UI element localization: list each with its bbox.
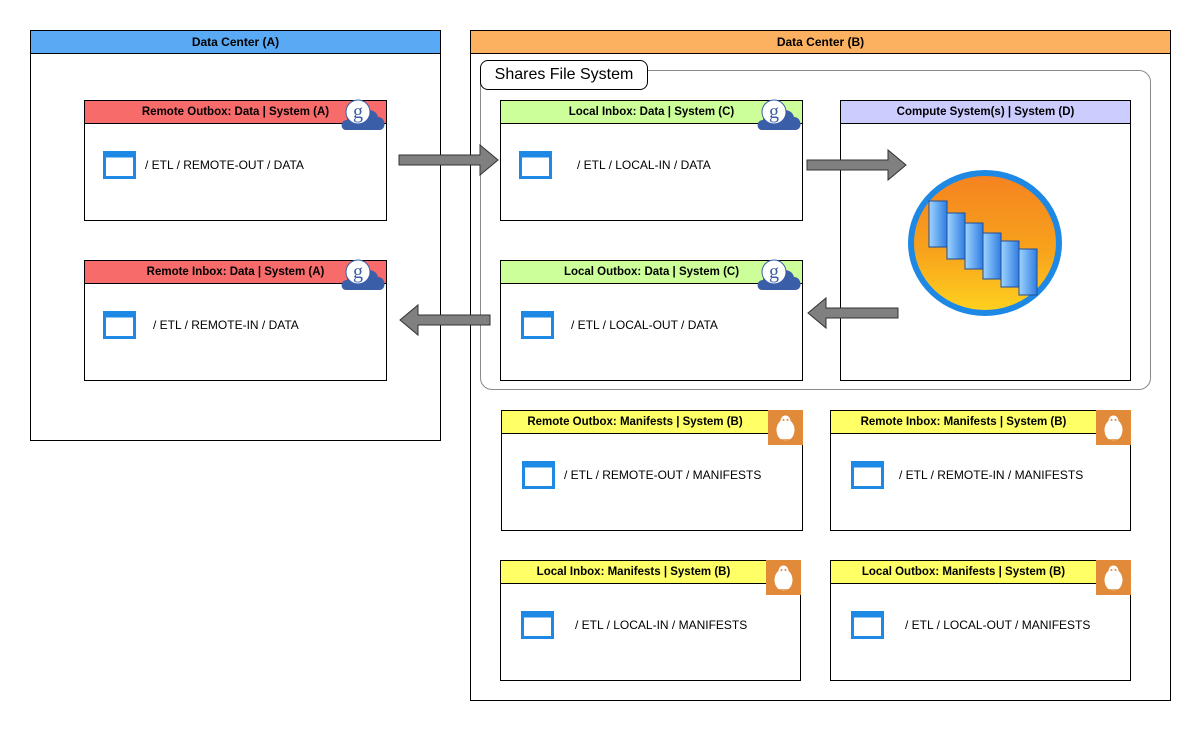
local-inbox-manifests-path: / ETL / LOCAL-IN / MANIFESTS: [575, 618, 748, 632]
local-inbox-manifests-box: Local Inbox: Manifests | System (B) / ET…: [500, 560, 801, 681]
folder-icon: [521, 311, 554, 339]
local-outbox-manifests-box: Local Outbox: Manifests | System (B) / E…: [830, 560, 1131, 681]
globus-cloud-icon: g: [757, 259, 801, 290]
remote-inbox-data-path: / ETL / REMOTE-IN / DATA: [153, 318, 299, 332]
compute-system-box: Compute System(s) | System (D): [840, 100, 1131, 381]
linux-icon: [1096, 560, 1131, 595]
folder-icon: [851, 611, 884, 639]
folder-icon: [103, 311, 136, 339]
globus-cloud-icon: g: [341, 99, 385, 130]
arrow-local-outbox-to-remote-inbox: [399, 303, 491, 337]
remote-outbox-manifests-box: Remote Outbox: Manifests | System (B) / …: [501, 410, 803, 531]
remote-outbox-manifests-title: Remote Outbox: Manifests | System (B): [502, 411, 802, 434]
svg-text:g: g: [353, 101, 363, 123]
local-inbox-data-title: Local Inbox: Data | System (C): [501, 101, 802, 124]
local-outbox-data-path: / ETL / LOCAL-OUT / DATA: [571, 318, 718, 332]
arrow-remote-outbox-to-local-inbox: [398, 143, 499, 177]
local-outbox-data-box: Local Outbox: Data | System (C) / ETL / …: [500, 260, 803, 381]
arrow-compute-to-local-outbox: [807, 296, 899, 330]
linux-icon: [766, 560, 801, 595]
folder-icon: [521, 611, 554, 639]
local-outbox-data-title: Local Outbox: Data | System (C): [501, 261, 802, 284]
remote-inbox-data-box: Remote Inbox: Data | System (A) / ETL / …: [84, 260, 387, 381]
linux-icon: [1096, 410, 1131, 445]
local-inbox-data-box: Local Inbox: Data | System (C) / ETL / L…: [500, 100, 803, 221]
folder-icon: [103, 151, 136, 179]
server-cluster-icon: [908, 170, 1062, 316]
remote-inbox-manifests-path: / ETL / REMOTE-IN / MANIFESTS: [899, 468, 1084, 482]
globus-cloud-icon: g: [757, 99, 801, 130]
svg-text:g: g: [769, 101, 779, 123]
remote-outbox-data-box: Remote Outbox: Data | System (A) / ETL /…: [84, 100, 387, 221]
compute-system-title: Compute System(s) | System (D): [841, 101, 1130, 124]
folder-icon: [522, 461, 555, 489]
remote-inbox-manifests-title: Remote Inbox: Manifests | System (B): [831, 411, 1130, 434]
folder-icon: [851, 461, 884, 489]
local-inbox-data-path: / ETL / LOCAL-IN / DATA: [577, 158, 711, 172]
local-outbox-manifests-title: Local Outbox: Manifests | System (B): [831, 561, 1130, 584]
remote-inbox-data-title: Remote Inbox: Data | System (A): [85, 261, 386, 284]
data-center-b-title: Data Center (B): [471, 31, 1170, 54]
svg-text:g: g: [769, 261, 779, 283]
shares-file-system-label: Shares File System: [480, 60, 648, 90]
folder-icon: [519, 151, 552, 179]
remote-outbox-data-title: Remote Outbox: Data | System (A): [85, 101, 386, 124]
remote-outbox-data-path: / ETL / REMOTE-OUT / DATA: [145, 158, 304, 172]
remote-inbox-manifests-box: Remote Inbox: Manifests | System (B) / E…: [830, 410, 1131, 531]
arrow-local-inbox-to-compute: [806, 148, 907, 182]
data-center-a-title: Data Center (A): [31, 31, 440, 54]
remote-outbox-manifests-path: / ETL / REMOTE-OUT / MANIFESTS: [564, 468, 762, 482]
linux-icon: [768, 410, 803, 445]
globus-cloud-icon: g: [341, 259, 385, 290]
svg-text:g: g: [353, 261, 363, 283]
local-inbox-manifests-title: Local Inbox: Manifests | System (B): [501, 561, 800, 584]
shares-file-system-container: [480, 70, 1151, 390]
local-outbox-manifests-path: / ETL / LOCAL-OUT / MANIFESTS: [905, 618, 1091, 632]
